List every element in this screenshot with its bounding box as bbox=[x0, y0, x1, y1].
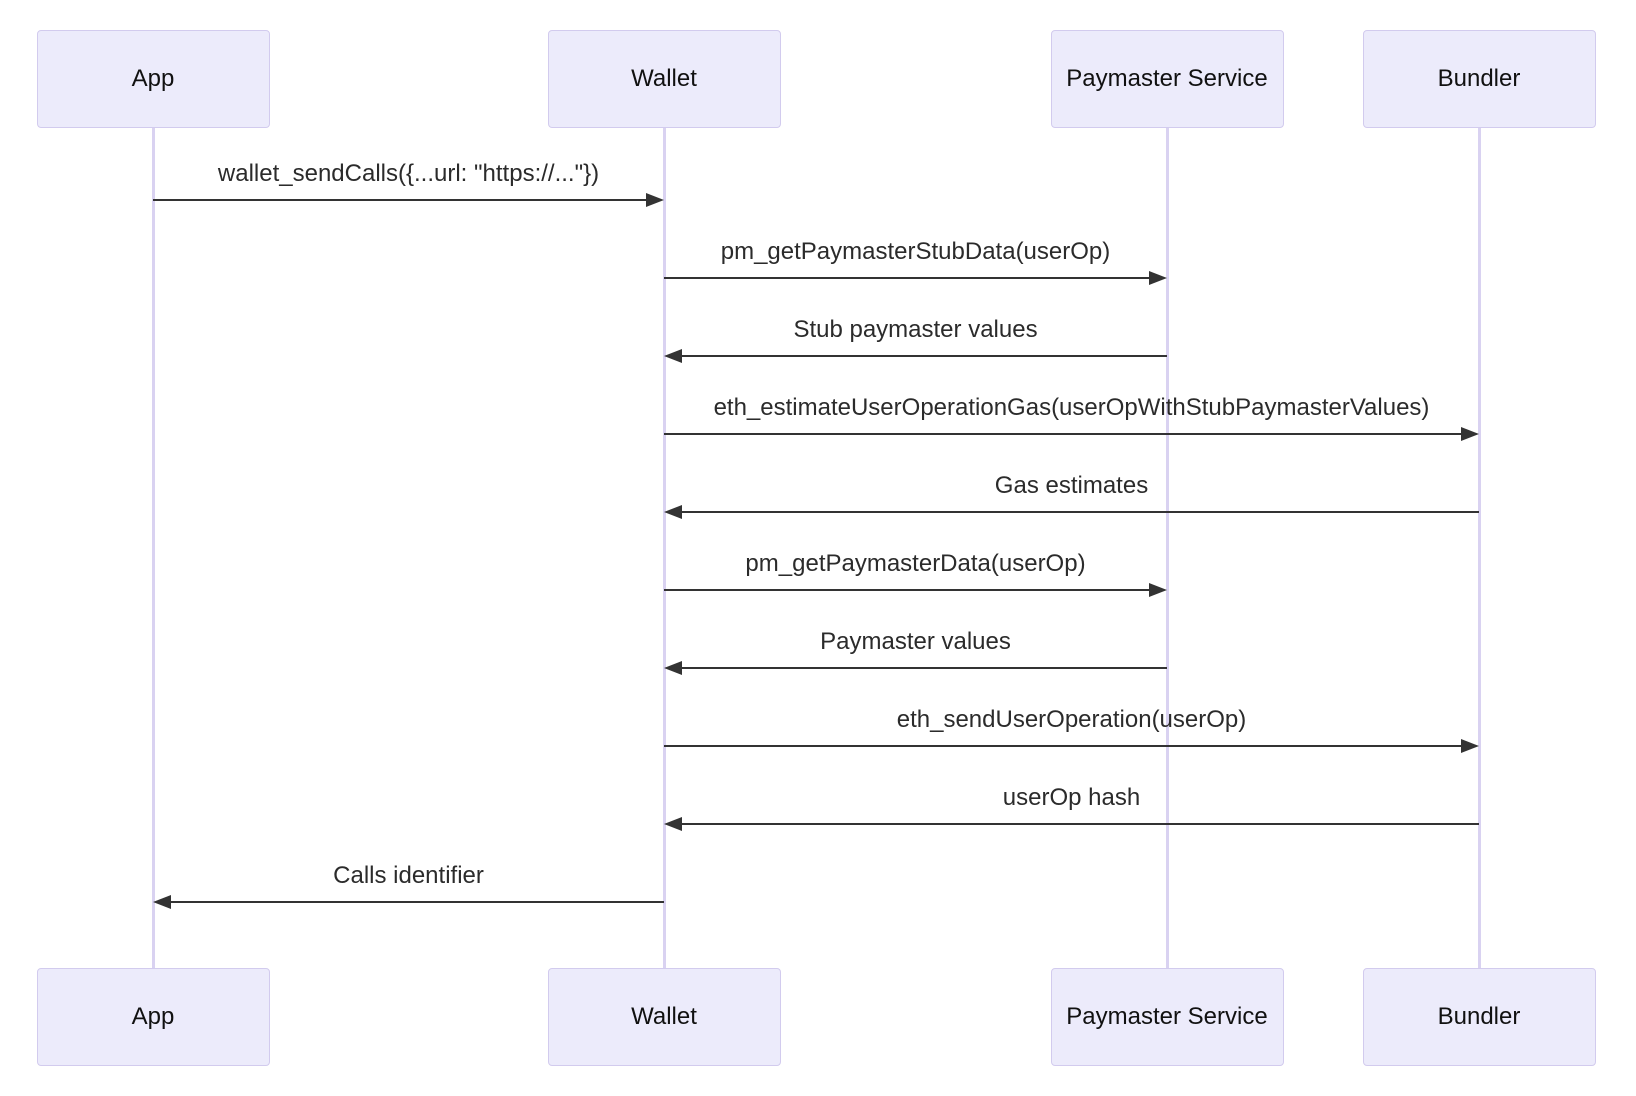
message-label: pm_getPaymasterStubData(userOp) bbox=[720, 238, 1111, 265]
message-label: Calls identifier bbox=[333, 862, 484, 889]
actor-app-label: App bbox=[131, 65, 175, 92]
message-label: Gas estimates bbox=[994, 472, 1149, 499]
message-arrowhead-icon bbox=[153, 895, 171, 909]
message-arrow-line bbox=[664, 277, 1149, 279]
message-arrowhead-icon bbox=[664, 817, 682, 831]
message-arrowhead-icon bbox=[664, 349, 682, 363]
message-arrowhead-icon bbox=[664, 505, 682, 519]
actor-bundler-label: Bundler bbox=[1437, 65, 1521, 92]
message-arrowhead-icon bbox=[664, 661, 682, 675]
message-arrow-line bbox=[153, 199, 646, 201]
actor-wallet-lifeline bbox=[662, 128, 666, 968]
message-arrowhead-icon bbox=[1461, 427, 1479, 441]
actor-bundler-label: Bundler bbox=[1437, 1003, 1521, 1030]
message-label: eth_estimateUserOperationGas(userOpWithS… bbox=[713, 394, 1430, 421]
actor-app-lifeline bbox=[151, 128, 155, 968]
actor-app-bottom-box: App bbox=[36, 968, 270, 1066]
message-label: userOp hash bbox=[1002, 784, 1141, 811]
actor-wallet-top-box: Wallet bbox=[547, 30, 781, 128]
actor-paymaster-service-bottom-box: Paymaster Service bbox=[1050, 968, 1284, 1066]
message-arrow-line bbox=[682, 511, 1479, 513]
message-arrowhead-icon bbox=[1149, 583, 1167, 597]
message-arrow-line bbox=[664, 589, 1149, 591]
message-arrowhead-icon bbox=[1461, 739, 1479, 753]
message-arrowhead-icon bbox=[1149, 271, 1167, 285]
message-label: Stub paymaster values bbox=[793, 316, 1038, 343]
actor-app-top-box: App bbox=[36, 30, 270, 128]
message-label: wallet_sendCalls({...url: "https://..."}… bbox=[217, 160, 600, 187]
actor-wallet-label: Wallet bbox=[631, 1003, 697, 1030]
message-arrow-line bbox=[664, 745, 1461, 747]
actor-paymaster-service-label: Paymaster Service bbox=[1066, 65, 1268, 92]
actor-bundler-lifeline bbox=[1477, 128, 1481, 968]
actor-paymaster-service-top-box: Paymaster Service bbox=[1050, 30, 1284, 128]
message-arrow-line bbox=[171, 901, 664, 903]
actor-bundler-top-box: Bundler bbox=[1362, 30, 1596, 128]
message-label: pm_getPaymasterData(userOp) bbox=[745, 550, 1086, 577]
actor-bundler-bottom-box: Bundler bbox=[1362, 968, 1596, 1066]
message-arrowhead-icon bbox=[646, 193, 664, 207]
actor-paymaster-service-label: Paymaster Service bbox=[1066, 1003, 1268, 1030]
actor-app-label: App bbox=[131, 1003, 175, 1030]
actor-wallet-bottom-box: Wallet bbox=[547, 968, 781, 1066]
actor-wallet-label: Wallet bbox=[631, 65, 697, 92]
message-label: eth_sendUserOperation(userOp) bbox=[896, 706, 1247, 733]
message-arrow-line bbox=[664, 433, 1461, 435]
message-label: Paymaster values bbox=[820, 628, 1011, 655]
message-arrow-line bbox=[682, 823, 1479, 825]
message-arrow-line bbox=[682, 355, 1167, 357]
message-arrow-line bbox=[682, 667, 1167, 669]
actor-paymaster-service-lifeline bbox=[1165, 128, 1169, 968]
